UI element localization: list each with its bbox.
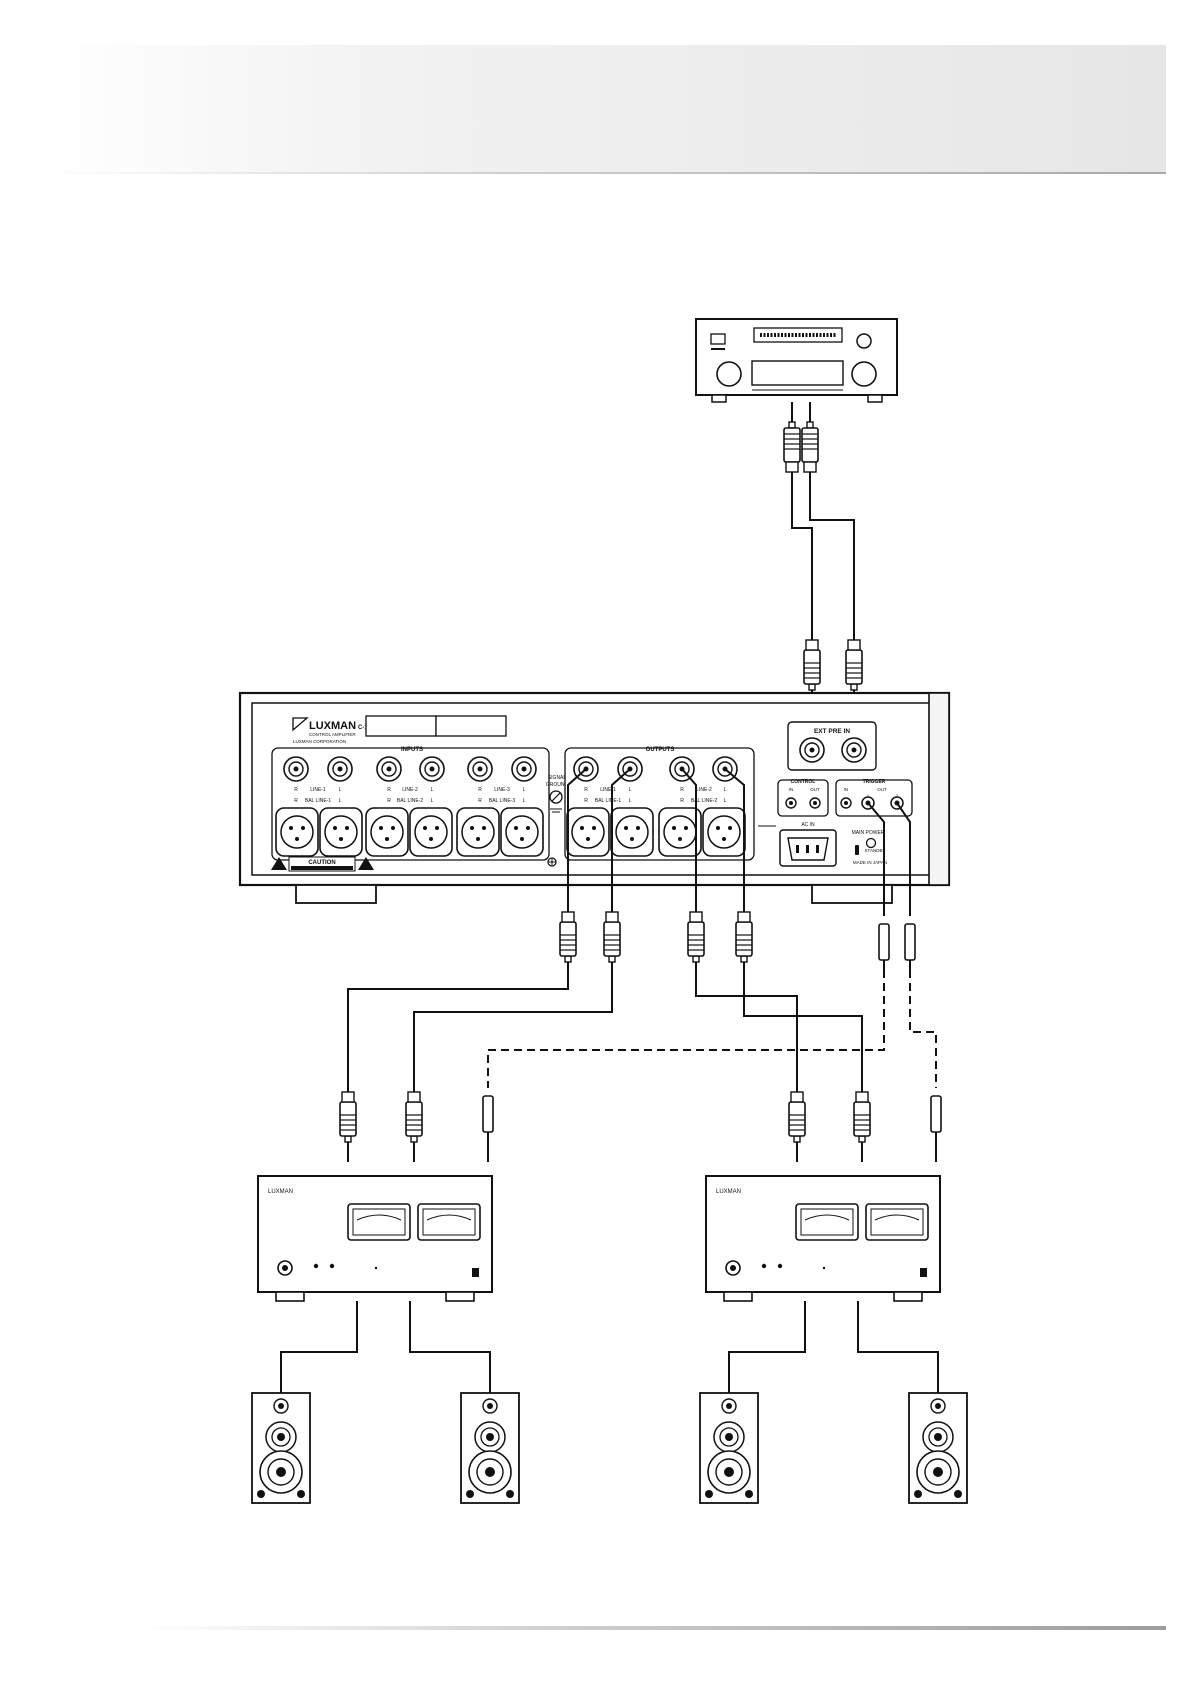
- header-rule: [44, 172, 1166, 174]
- svg-text:BAL LINE-3: BAL LINE-3: [489, 798, 515, 804]
- cable-trigger-dashed: [487, 970, 937, 1088]
- preamp-subtitle: CONTROL AMPLIFIER: [309, 732, 356, 737]
- svg-text:R: R: [680, 798, 684, 804]
- caution-label: CAUTION: [308, 860, 335, 866]
- header-band: [44, 45, 1166, 173]
- rca-plug: [846, 640, 862, 690]
- svg-text:AC IN: AC IN: [801, 822, 815, 828]
- rca-plug: [804, 640, 820, 690]
- svg-text:L: L: [523, 787, 526, 793]
- svg-text:GROUND: GROUND: [546, 782, 569, 788]
- svg-text:IN: IN: [844, 787, 849, 792]
- svg-text:L: L: [339, 787, 342, 793]
- svg-text:LINE-2: LINE-2: [696, 787, 712, 793]
- svg-text:L: L: [523, 798, 526, 804]
- svg-text:R: R: [584, 798, 588, 804]
- svg-text:LINE-1: LINE-1: [600, 787, 616, 793]
- svg-text:CONTROL: CONTROL: [791, 779, 816, 785]
- svg-text:LINE-3: LINE-3: [494, 787, 510, 793]
- speaker: [460, 1392, 520, 1504]
- svg-text:STANDBY: STANDBY: [865, 848, 886, 853]
- speaker: [908, 1392, 968, 1504]
- av-receiver: [695, 318, 898, 403]
- svg-text:OUT: OUT: [810, 787, 820, 792]
- speaker-wires: [280, 1301, 939, 1393]
- power-amp-left: LUXMAN: [257, 1175, 493, 1302]
- svg-text:2: 2: [896, 793, 899, 798]
- svg-text:R: R: [387, 798, 391, 804]
- svg-text:TRIGGER: TRIGGER: [863, 779, 886, 785]
- svg-text:MAIN POWER: MAIN POWER: [852, 830, 885, 836]
- svg-text:R: R: [387, 787, 391, 793]
- svg-text:LUXMAN: LUXMAN: [268, 1189, 293, 1195]
- svg-text:R: R: [584, 787, 588, 793]
- preamp-brand: LUXMAN: [309, 720, 356, 732]
- cable-trigger: [867, 802, 911, 916]
- svg-text:R: R: [478, 798, 482, 804]
- svg-text:L: L: [339, 798, 342, 804]
- svg-text:LUXMAN: LUXMAN: [716, 1189, 741, 1195]
- svg-text:L: L: [629, 798, 632, 804]
- svg-text:BAL LINE-1: BAL LINE-1: [595, 798, 621, 804]
- svg-text:MADE IN JAPAN: MADE IN JAPAN: [853, 860, 887, 865]
- power-amp-right: LUXMAN: [705, 1175, 941, 1302]
- svg-text:SIGNAL: SIGNAL: [548, 775, 567, 781]
- preamp-corporation: LUXMAN CORPORATION: [293, 739, 346, 744]
- svg-text:L: L: [431, 798, 434, 804]
- svg-text:BAL LINE-2: BAL LINE-2: [397, 798, 423, 804]
- svg-text:LINE-2: LINE-2: [402, 787, 418, 793]
- svg-text:OUT: OUT: [877, 787, 887, 792]
- svg-text:L: L: [724, 798, 727, 804]
- svg-text:L: L: [724, 787, 727, 793]
- svg-text:R: R: [478, 787, 482, 793]
- outputs-title: OUTPUTS: [646, 747, 675, 753]
- svg-text:R: R: [680, 787, 684, 793]
- rca-plug: [801, 421, 819, 473]
- svg-text:L: L: [431, 787, 434, 793]
- footer-rule: [140, 1626, 1166, 1630]
- svg-text:1: 1: [867, 793, 870, 798]
- preamp-rear-panel: LUXMAN C-10X CONTROL AMPLIFIER LUXMAN CO…: [238, 691, 951, 904]
- svg-text:R: R: [294, 798, 298, 804]
- svg-text:BAL LINE-2: BAL LINE-2: [691, 798, 717, 804]
- svg-text:LINE-1: LINE-1: [310, 787, 326, 793]
- speaker: [699, 1392, 759, 1504]
- svg-text:BAL LINE-1: BAL LINE-1: [305, 798, 331, 804]
- svg-text:IN: IN: [789, 787, 794, 792]
- speaker: [251, 1392, 311, 1504]
- inputs-title: INPUTS: [401, 747, 423, 753]
- cable-preamp-to-power-amps: [347, 768, 937, 1162]
- ext-pre-in-label: EXT PRE IN: [814, 728, 850, 735]
- svg-text:L: L: [629, 787, 632, 793]
- svg-text:R: R: [294, 787, 298, 793]
- rca-plug: [783, 421, 801, 473]
